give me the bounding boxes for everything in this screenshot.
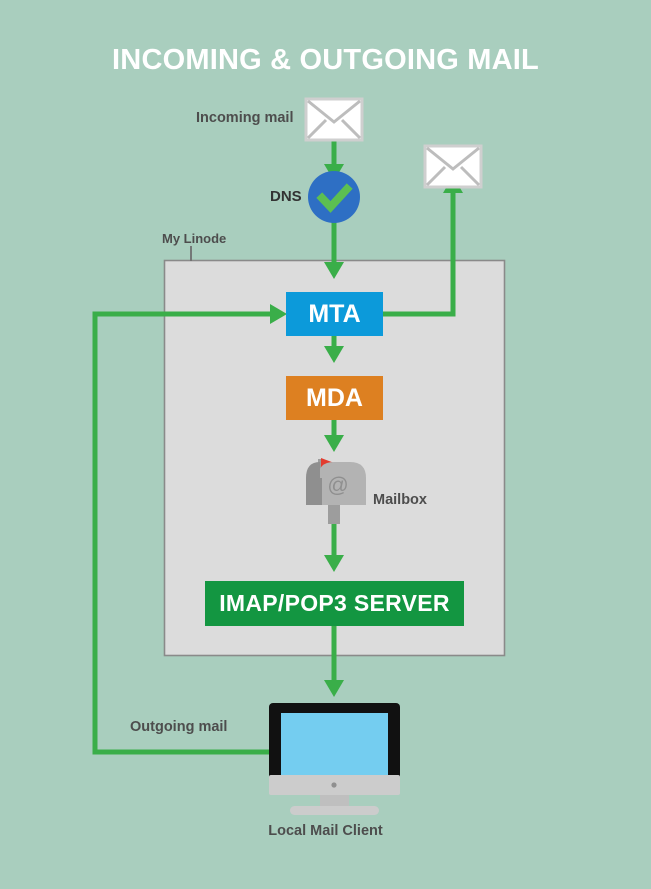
label-mailbox: Mailbox <box>373 492 427 508</box>
node-mda[interactable]: MDA <box>286 376 383 420</box>
label-outgoing-mail: Outgoing mail <box>130 719 228 735</box>
page-title: INCOMING & OUTGOING MAIL <box>112 44 539 76</box>
node-mta[interactable]: MTA <box>286 292 383 336</box>
flow-connectors <box>92 140 463 755</box>
check-circle-icon <box>308 171 360 223</box>
svg-text:@: @ <box>327 474 348 497</box>
label-local-mail-client: Local Mail Client <box>268 823 383 839</box>
label-incoming-mail: Incoming mail <box>196 110 294 126</box>
envelope-icon-outgoing <box>423 144 483 189</box>
arrow-mda-to-mailbox <box>324 420 344 452</box>
desktop-monitor-icon <box>269 703 400 815</box>
arrow-dns-to-mta <box>324 216 344 279</box>
arrow-client-to-mta-outgoing <box>92 304 287 755</box>
arrow-mailbox-to-imap <box>324 524 344 572</box>
mailbox-icon: @ <box>306 458 366 524</box>
envelope-icon-incoming <box>304 97 364 142</box>
label-my-linode: My Linode <box>162 231 227 246</box>
node-imap-pop3-server[interactable]: IMAP/POP3 SERVER <box>205 581 464 626</box>
arrow-mta-to-mda <box>324 336 344 363</box>
arrow-imap-to-client <box>324 626 344 697</box>
label-dns: DNS <box>270 188 302 205</box>
